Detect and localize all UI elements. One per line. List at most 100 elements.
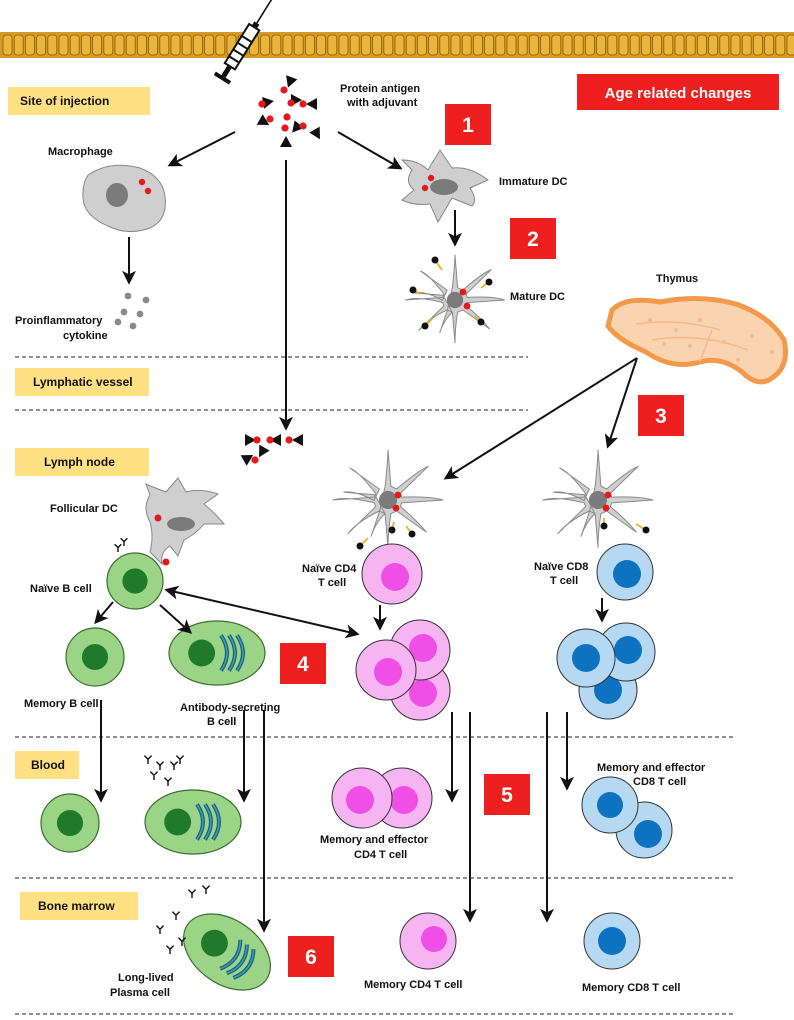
- svg-text:Memory CD8 T cell: Memory CD8 T cell: [582, 982, 680, 994]
- epithelial-cell: [338, 34, 349, 56]
- svg-text:Long-lived: Long-lived: [118, 972, 174, 984]
- epithelial-cell: [596, 34, 606, 56]
- thymus-dot: [674, 328, 678, 332]
- epithelial-cell: [304, 34, 315, 56]
- epithelial-cell: [136, 34, 147, 56]
- t-nucleus: [572, 644, 600, 672]
- cytokine-dot: [114, 318, 122, 326]
- svg-text:with adjuvant: with adjuvant: [346, 97, 418, 109]
- adjuvant-triangle: [280, 136, 292, 147]
- epithelial-cell: [192, 34, 203, 56]
- svg-text:Memory B cell: Memory B cell: [24, 698, 99, 710]
- svg-text:Lymphatic vessel: Lymphatic vessel: [33, 375, 133, 389]
- epithelial-cell: [316, 34, 327, 56]
- t-nucleus: [409, 634, 437, 662]
- epithelial-cell: [506, 34, 517, 56]
- epithelial-cell: [170, 34, 181, 56]
- section-label-lymphatic: Lymphatic vessel: [15, 368, 149, 396]
- epithelial-cell: [775, 34, 786, 56]
- antibody: [177, 937, 187, 946]
- mhc-peptide: [431, 256, 439, 264]
- step-4-badge: 4: [280, 643, 326, 684]
- svg-text:Memory CD4 T cell: Memory CD4 T cell: [364, 979, 462, 991]
- svg-text:Macrophage: Macrophage: [48, 146, 113, 158]
- t-nucleus: [381, 563, 409, 591]
- section-label-lymph-node: Lymph node: [15, 448, 149, 476]
- epithelial-cell: [484, 34, 495, 56]
- epithelial-cell: [204, 34, 215, 56]
- adjuvant-triangle: [259, 444, 270, 458]
- epithelial-cell: [450, 34, 461, 56]
- thymus-dot: [770, 350, 774, 354]
- antibody: [155, 761, 165, 770]
- epithelial-cell: [271, 34, 282, 56]
- epithelial-cell: [562, 34, 573, 56]
- svg-text:3: 3: [655, 405, 667, 428]
- antibody: [155, 925, 165, 934]
- t-nucleus: [421, 926, 447, 952]
- b-nucleus: [200, 929, 228, 957]
- epithelial-cell: [551, 34, 562, 56]
- mhc-peptide: [408, 530, 416, 538]
- epithelial-cell: [641, 34, 651, 56]
- step-3-badge: 3: [638, 395, 684, 436]
- follicular-dc-cell: [145, 477, 226, 566]
- step-1-badge: 1: [445, 104, 491, 145]
- section-label-bone-marrow: Bone marrow: [20, 892, 138, 920]
- svg-text:5: 5: [501, 784, 513, 807]
- antigen-peptide: [394, 491, 402, 499]
- epithelial-cell: [472, 34, 483, 56]
- svg-text:B cell: B cell: [207, 716, 236, 728]
- adjuvant-triangle: [306, 98, 317, 110]
- epithelial-cell: [786, 34, 794, 56]
- svg-text:T cell: T cell: [550, 575, 578, 587]
- er-membrane-highlight: [236, 634, 244, 672]
- antigen-peptide: [602, 504, 610, 512]
- mhc-peptide: [600, 522, 608, 530]
- er-membrane-highlight: [204, 803, 212, 841]
- t-nucleus: [374, 658, 402, 686]
- epithelial-cell: [181, 34, 192, 56]
- antigen-peptide: [604, 491, 612, 499]
- immature-dc-cell: [400, 149, 489, 224]
- pathway-arrows: [94, 131, 638, 933]
- er-membrane-highlight: [226, 944, 248, 975]
- adjuvant-triangle: [270, 434, 281, 446]
- svg-text:CD8 T cell: CD8 T cell: [633, 776, 686, 788]
- epithelial-cell: [372, 34, 383, 56]
- text-labels: Protein antigen with adjuvant Macrophage…: [15, 83, 706, 999]
- epithelial-cell: [13, 34, 24, 56]
- antibody: [175, 755, 185, 764]
- epithelial-cell: [394, 34, 405, 56]
- plasma-body: [168, 620, 266, 686]
- epithelial-cell: [260, 34, 271, 56]
- thymus-dot: [736, 358, 740, 362]
- antigen-protein: [285, 436, 293, 444]
- epithelial-cell: [81, 34, 91, 56]
- antibody: [163, 777, 173, 786]
- proinflammatory-cytokine-dots: [114, 292, 150, 330]
- epithelial-cell: [439, 34, 450, 56]
- svg-text:Proinflammatory: Proinflammatory: [15, 315, 103, 327]
- mhc-peptide: [421, 322, 429, 330]
- b-nucleus: [188, 639, 216, 667]
- svg-text:CD4 T cell: CD4 T cell: [354, 849, 407, 861]
- thymus-dot: [750, 334, 754, 338]
- antigen-protein: [283, 113, 291, 121]
- epithelial-cell: [629, 34, 640, 56]
- blood-antibody-secreting-b-cell: [144, 789, 242, 855]
- epithelial-cell: [416, 34, 427, 56]
- mature-dc-cell: [405, 254, 505, 344]
- epithelial-cell: [114, 34, 125, 56]
- antibody: [120, 537, 128, 546]
- cytokine-dot: [129, 322, 137, 330]
- svg-text:Follicular DC: Follicular DC: [50, 503, 118, 515]
- svg-text:T cell: T cell: [318, 577, 346, 589]
- t-nucleus: [614, 636, 642, 664]
- svg-text:Naïve CD4: Naïve CD4: [302, 563, 357, 575]
- antibody: [149, 771, 159, 780]
- epithelial-cell: [92, 34, 102, 56]
- antigen-peptide: [392, 504, 400, 512]
- er-membrane-highlight: [220, 634, 228, 672]
- antibody: [114, 543, 122, 552]
